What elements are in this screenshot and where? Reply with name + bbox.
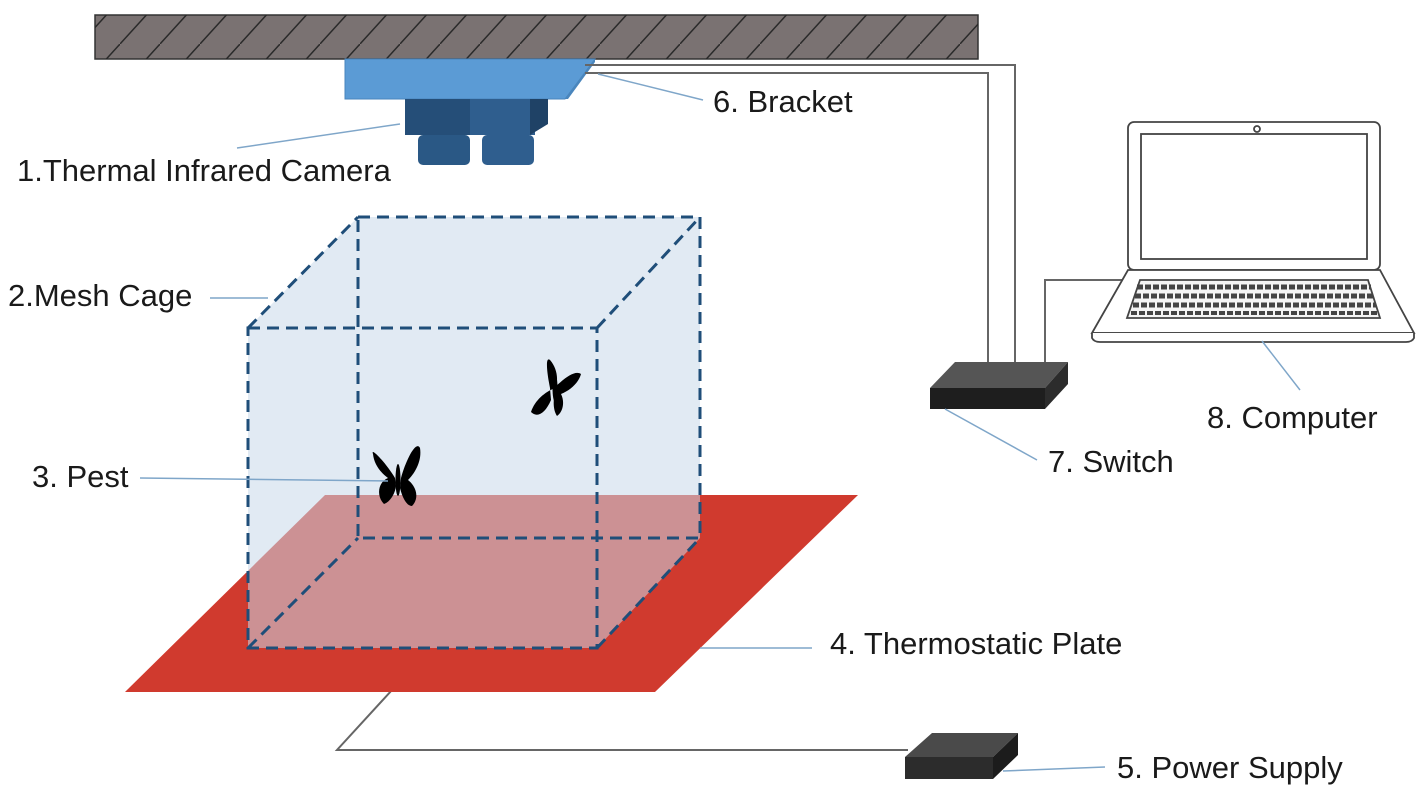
label-bracket: 6. Bracket [713,84,853,119]
mesh-cage [246,215,702,650]
label-power-supply: 5. Power Supply [1117,750,1343,785]
power-supply [905,733,1018,779]
pest-butterfly-1 [372,446,421,506]
label-thermal-camera: 1.Thermal Infrared Camera [17,153,391,188]
label-pest: 3. Pest [32,459,129,494]
laptop-computer [1090,121,1416,343]
label-switch: 7. Switch [1048,444,1174,479]
ceiling [94,14,979,60]
cables [334,64,1128,751]
label-thermostatic-plate: 4. Thermostatic Plate [830,626,1123,661]
label-mesh-cage: 2.Mesh Cage [8,278,193,313]
thermal-camera [405,99,548,165]
bracket [344,58,596,100]
pest-butterfly-2 [531,359,581,416]
leader-lines [139,73,1301,772]
network-switch [930,362,1068,409]
label-computer: 8. Computer [1207,400,1378,435]
